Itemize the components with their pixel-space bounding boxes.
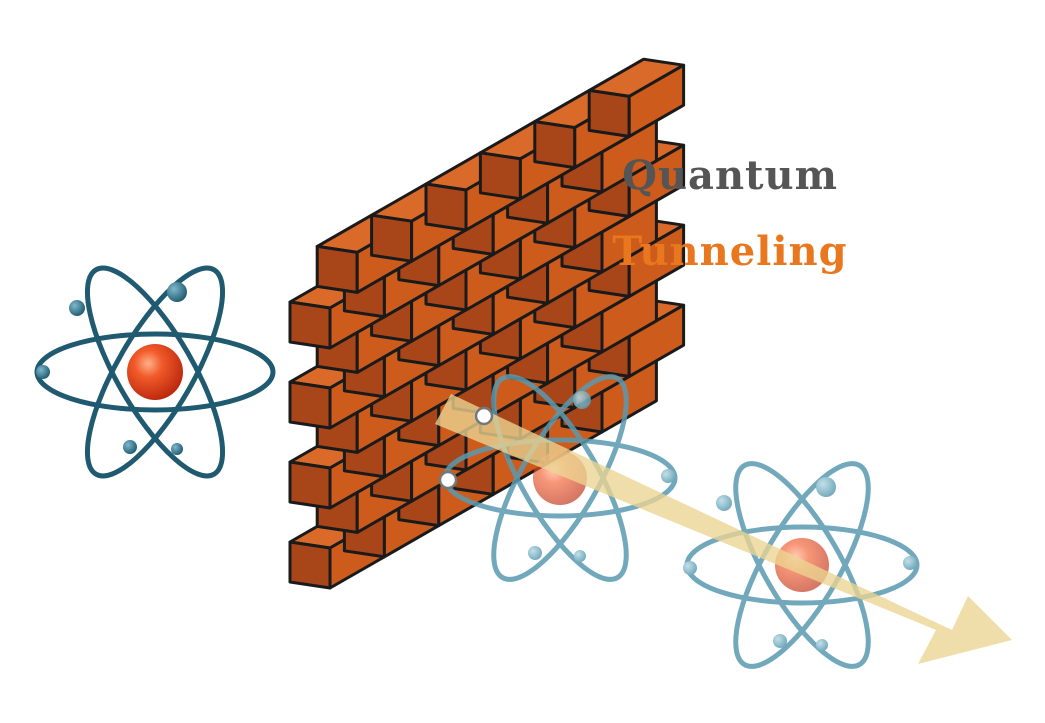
brick-face [315,244,359,294]
brick-face [627,303,686,378]
brick-face [424,182,468,232]
electron [36,365,50,379]
brick-face [288,540,332,590]
electron [69,300,85,316]
electron [528,546,542,560]
electron [167,282,187,302]
electron [773,634,787,648]
orbit-marker [438,470,458,490]
electron [661,469,675,483]
brick-face [627,63,686,138]
electron [573,391,591,409]
atom-orbit [84,265,226,479]
brick-face [288,460,332,510]
electron [816,639,828,651]
electron [171,443,183,455]
brick-face [288,380,332,430]
brick-face [627,143,686,218]
atom-orbit [84,265,226,479]
orbit-markers [438,406,494,490]
brick-face [478,151,522,201]
brick-face [627,223,686,298]
brick-wall-icon [288,57,686,590]
brick-face [587,88,631,138]
electron [716,495,732,511]
electron [123,440,137,454]
atom-orbit [733,461,871,669]
tunnel-arrow-icon [435,394,1012,664]
electron [574,550,586,562]
nucleus [127,344,183,400]
atom-icon [34,265,276,479]
electron [816,477,836,497]
atom-orbit [491,374,629,582]
electron [683,561,697,575]
brick-face [288,300,332,350]
electron [903,556,917,570]
brick-face [370,213,414,263]
orbit-marker [474,406,494,426]
title-tunneling: Tunneling [612,228,848,275]
title-quantum: Quantum [622,152,838,199]
